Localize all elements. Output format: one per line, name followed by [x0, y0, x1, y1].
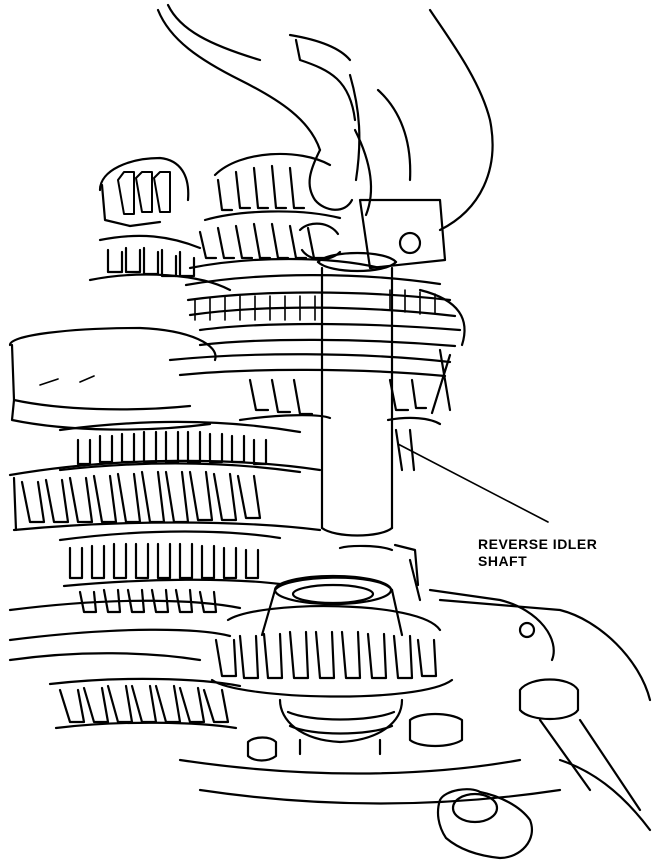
- transmission-case: [178, 543, 652, 860]
- callout-leader-line: [397, 443, 549, 523]
- label-line-1: REVERSE IDLER: [478, 536, 598, 552]
- label-line-2: SHAFT: [478, 553, 528, 569]
- synchronizer-cluster: [168, 152, 466, 472]
- left-gear-stack: [8, 156, 322, 730]
- technician-hands: [156, 3, 494, 270]
- reverse-idler-gear: [210, 574, 454, 756]
- reverse-idler-shaft-label: REVERSE IDLER SHAFT: [478, 536, 597, 570]
- reverse-idler-shaft: [316, 251, 549, 537]
